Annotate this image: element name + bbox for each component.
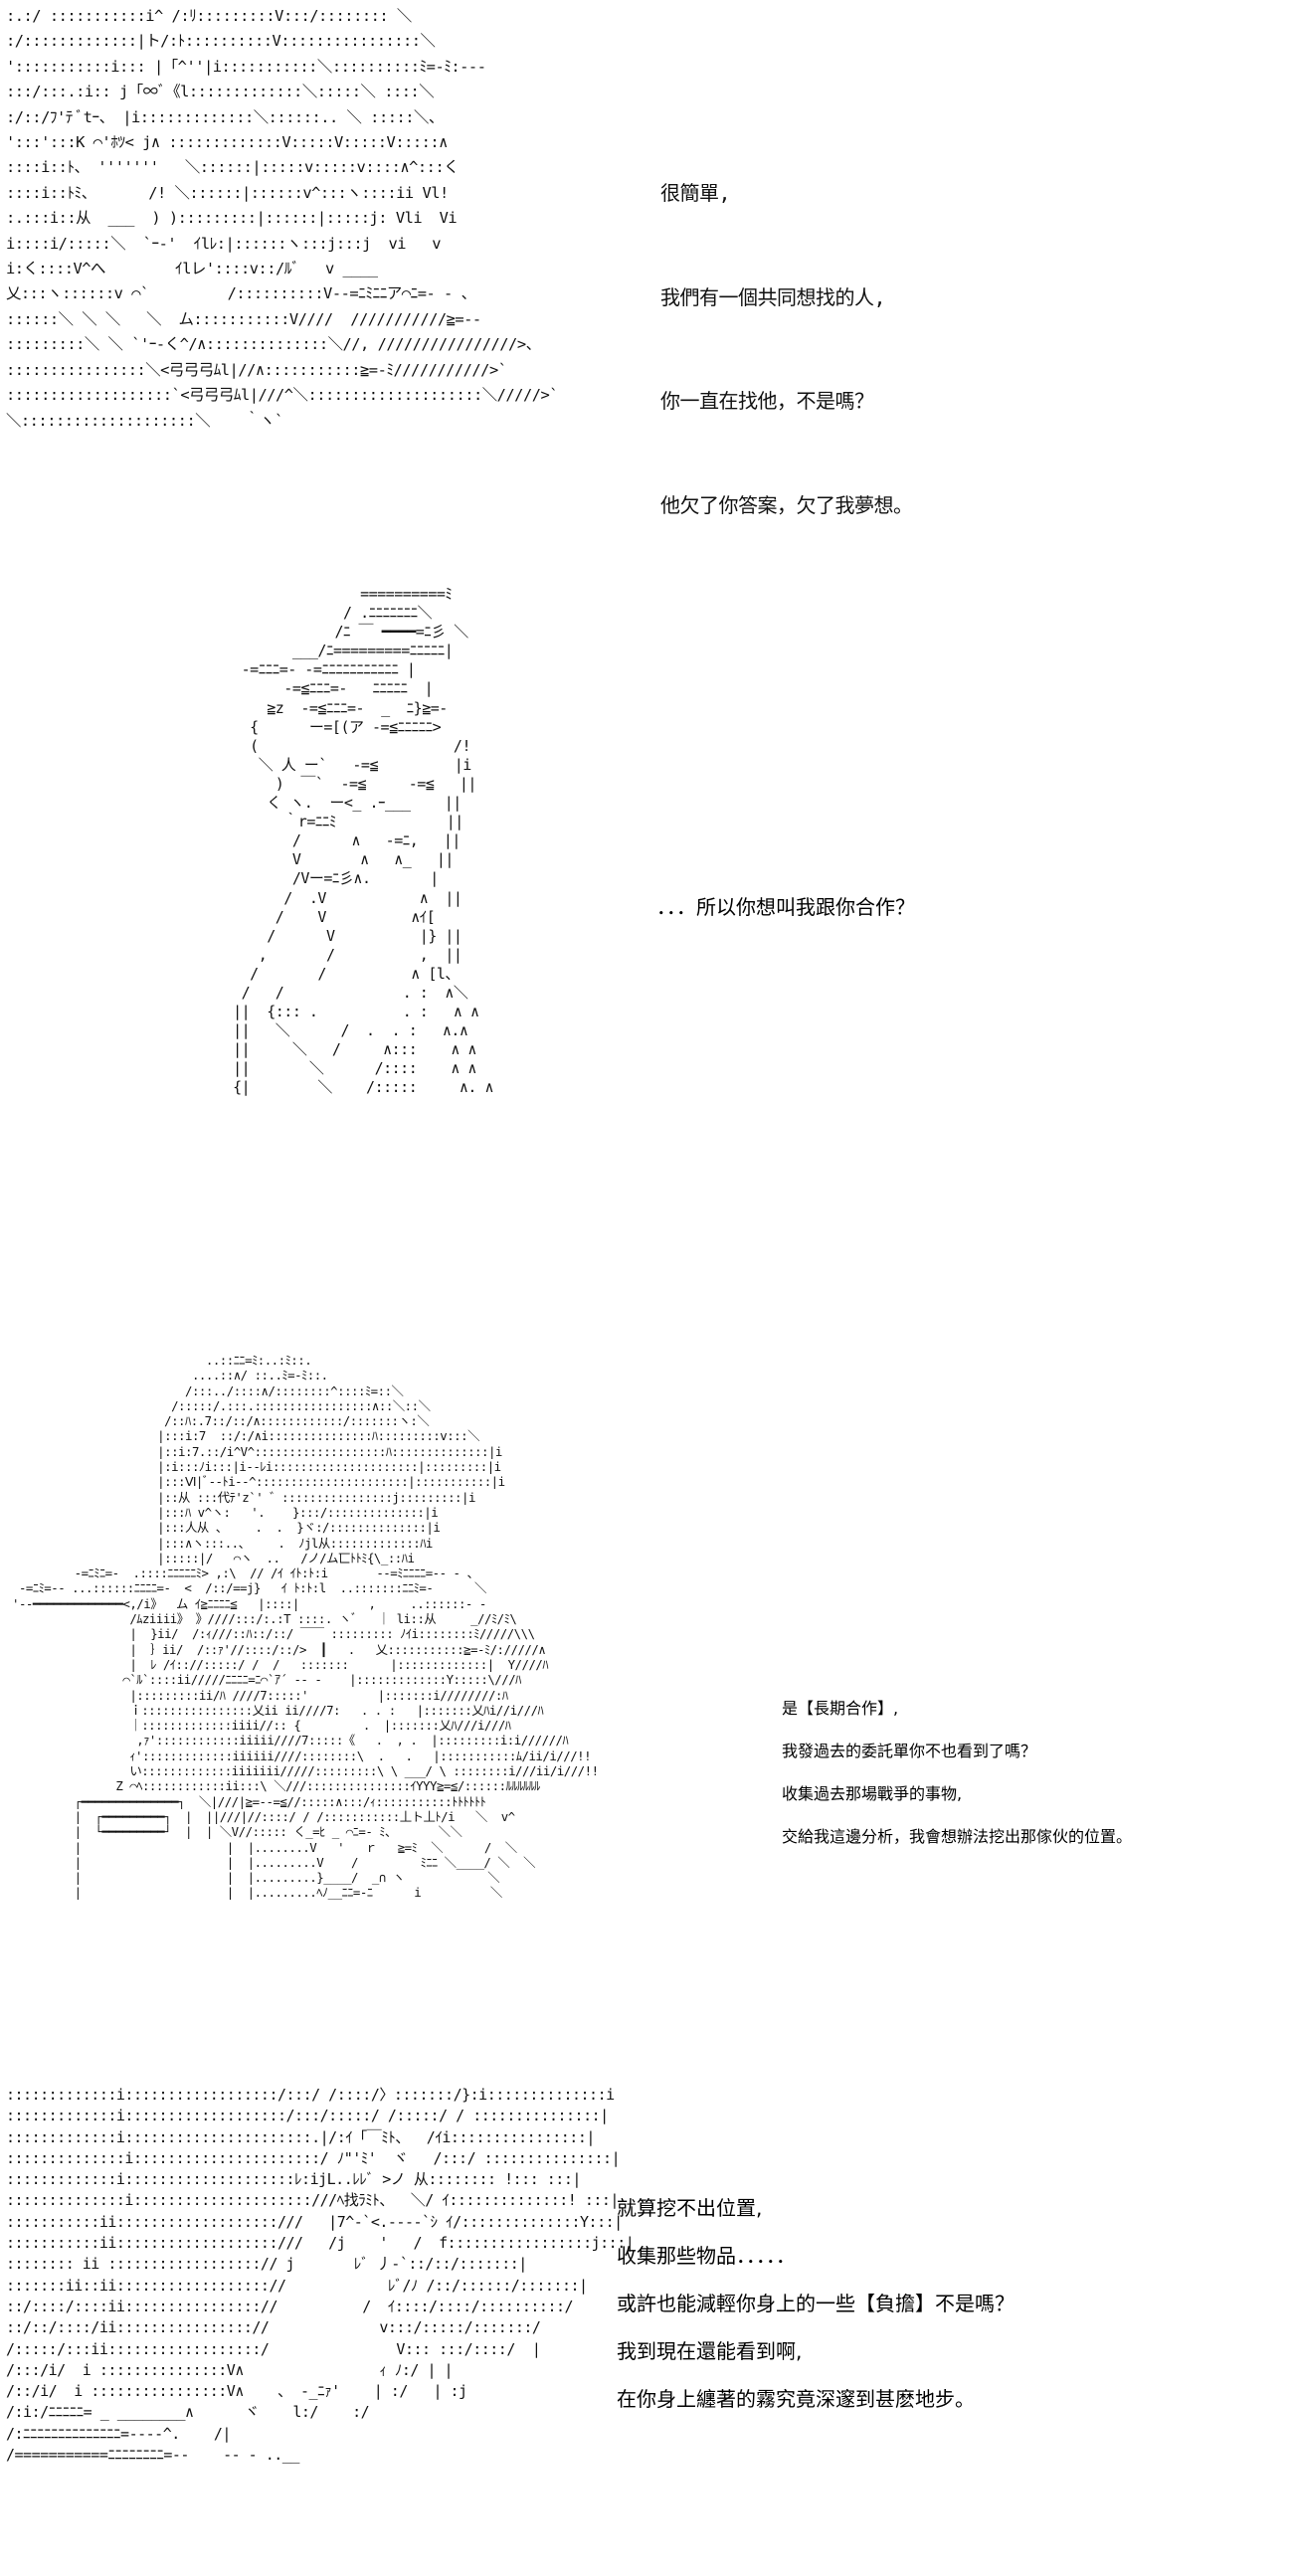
dialogue-line: 在你身上纏著的霧究竟深邃到甚麽地步。 bbox=[617, 2387, 975, 2411]
dialogue-line: 很簡單, bbox=[660, 180, 731, 205]
dialogue-line: 他欠了你答案，欠了我夢想。 bbox=[660, 493, 913, 518]
dialogue-line: 你一直在找他，不是嗎？ bbox=[660, 389, 874, 414]
dialogue-line: 我到現在還能看到啊, bbox=[617, 2339, 803, 2363]
dialogue-line: 是【長期合作】, bbox=[782, 1699, 899, 1718]
dialogue-line: 或許也能減輕你身上的一些【負擔】不是嗎？ bbox=[617, 2292, 1015, 2315]
dialogue-line: ．．．所以你想叫我跟你合作？ bbox=[656, 895, 915, 919]
dialogue-line: 收集那些物品．．．．． bbox=[617, 2244, 796, 2268]
ascii-art-figure-lounging: :.:/ :::::::::::i^ /:ﾘ:::::::::V:::/::::… bbox=[6, 4, 913, 517]
dialogue-line: 收集過去那場戰爭的事物, bbox=[782, 1784, 963, 1803]
dialogue-line: 就算挖不出位置, bbox=[617, 2196, 763, 2220]
dialogue-block: 是【長期合作】, 我發過去的委託單你不也看到了嗎？ 收集過去那場戰爭的事物, 交… bbox=[782, 1687, 1132, 1858]
dialogue-line: 我發過去的委託單你不也看到了嗎？ bbox=[782, 1742, 1037, 1760]
ascii-art-figure-at-desk: ..::ﾆﾆ=ﾐ:..:ﾐ::. ....::∧/ ::..ﾐ=‐ﾐ::. /:… bbox=[12, 1353, 599, 1901]
panel-2: ==========ﾐ / .ﾆﾆﾆﾆﾆﾆﾆ＼ /ﾆ ￣ ━━━━=ﾆ彡 ＼ _… bbox=[0, 577, 1293, 1333]
panel-4: :::::::::::::i::::::::::::::::::/:::/ /:… bbox=[0, 2059, 1293, 2576]
ascii-art-figure-with-hat: ==========ﾐ / .ﾆﾆﾆﾆﾆﾆﾆ＼ /ﾆ ￣ ━━━━=ﾆ彡 ＼ _… bbox=[233, 585, 494, 1097]
panel-1: :.:/ :::::::::::i^ /:ﾘ:::::::::V:::/::::… bbox=[0, 0, 1293, 557]
dialogue-line: 交給我這邊分析，我會想辦法挖出那傢伙的位置。 bbox=[782, 1827, 1133, 1846]
panel-3: ..::ﾆﾆ=ﾐ:..:ﾐ::. ....::∧/ ::..ﾐ=‐ﾐ::. /:… bbox=[0, 1353, 1293, 2049]
dialogue-block: 就算挖不出位置, 收集那些物品．．．．． 或許也能減輕你身上的一些【負擔】不是嗎… bbox=[617, 2184, 1015, 2423]
ascii-art-figure-closeup: :::::::::::::i::::::::::::::::::/:::/ /:… bbox=[6, 2086, 635, 2465]
dialogue-block: ．．．所以你想叫我跟你合作？ bbox=[656, 887, 915, 927]
dialogue-block: 很簡單, 我們有一個共同想找的人, 你一直在找他，不是嗎？ 他欠了你答案，欠了我… bbox=[660, 115, 913, 558]
dialogue-line: 我們有一個共同想找的人, bbox=[660, 284, 886, 309]
